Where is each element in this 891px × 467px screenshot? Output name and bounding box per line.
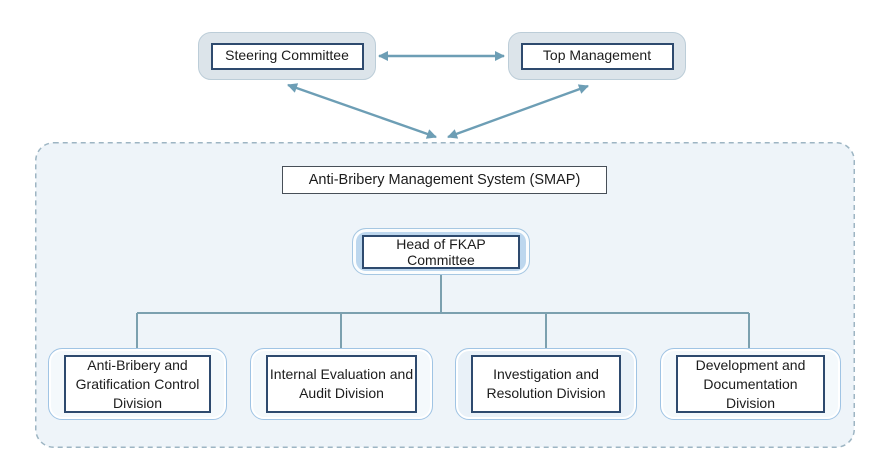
node-top-management: Top Management <box>508 32 686 80</box>
node-head-of-fkap-committee: Head of FKAP Committee <box>352 228 530 275</box>
node-development-documentation-division: Development and Documentation Division <box>660 348 841 420</box>
division-label: Internal Evaluation and Audit Division <box>266 355 417 413</box>
node-internal-evaluation-audit-division: Internal Evaluation and Audit Division <box>250 348 433 420</box>
org-tree-connector <box>136 274 750 349</box>
division-label: Investigation and Resolution Division <box>471 355 621 413</box>
node-anti-bribery-gratification-control-division: Anti-Bribery and Gratification Control D… <box>48 348 227 420</box>
smap-dashed-container <box>35 142 855 448</box>
division-label: Development and Documentation Division <box>676 355 825 413</box>
node-investigation-resolution-division: Investigation and Resolution Division <box>455 348 637 420</box>
division-label: Anti-Bribery and Gratification Control D… <box>64 355 211 413</box>
steering-committee-label: Steering Committee <box>210 42 364 70</box>
top-management-label: Top Management <box>520 42 674 70</box>
head-of-fkap-label: Head of FKAP Committee <box>362 234 520 269</box>
node-steering-committee: Steering Committee <box>198 32 376 80</box>
double-arrow-topmgmt-container <box>447 84 589 139</box>
smap-system-title: Anti-Bribery Management System (SMAP) <box>282 166 607 194</box>
double-arrow-steering-container <box>287 83 437 139</box>
